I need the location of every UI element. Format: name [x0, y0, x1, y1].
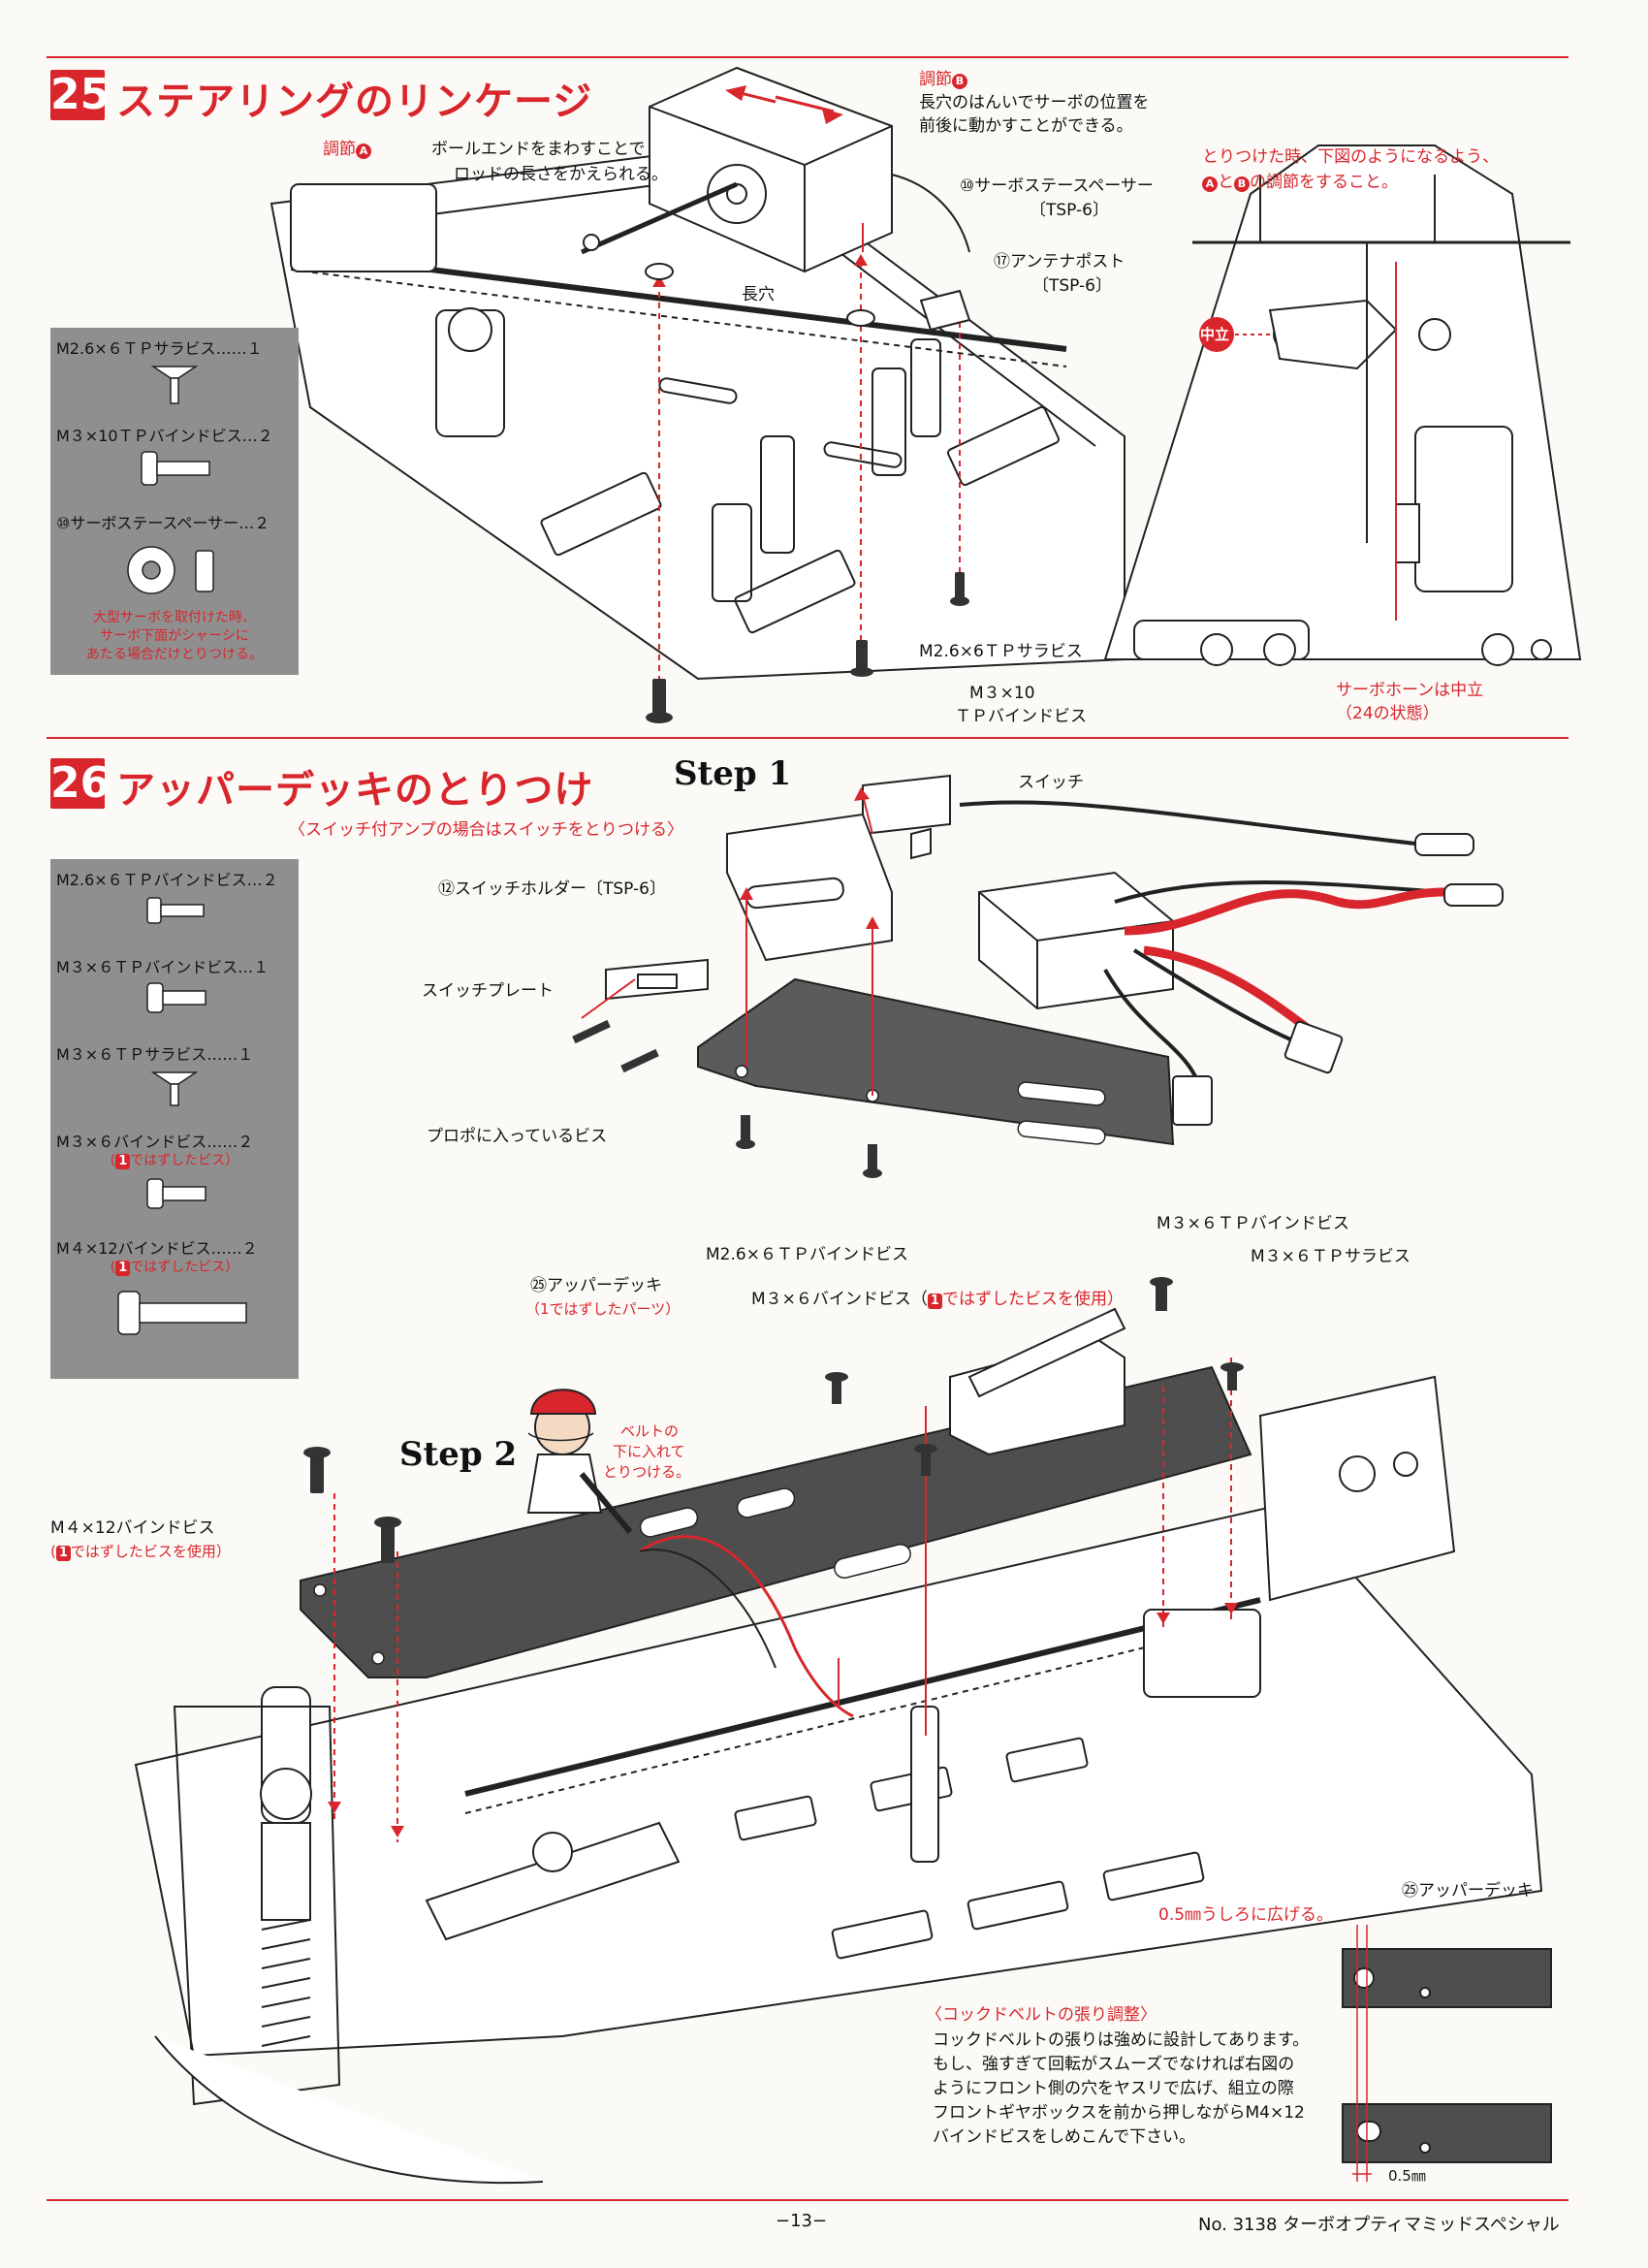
callout-slot: 長穴 [742, 285, 775, 304]
binding-screw-icon [146, 897, 205, 924]
callout-antenna-post-code: 〔TSP-6〕 [1032, 276, 1113, 296]
model-footer: No. 3138 ターボオプティマミッドスペシャル [1198, 2215, 1560, 2235]
servo-horn-note-2: （24の状態） [1336, 704, 1440, 723]
label-switch: スイッチ [1018, 773, 1084, 792]
belt-adjust-line-3: ようにフロント側の穴をヤスリで広げ、組立の際 [933, 2079, 1294, 2098]
callout-screw-m3-a: M３×10 [969, 684, 1035, 703]
steering-linkage-illustration [269, 66, 1582, 723]
belt-adjust-title: 〈コックドベルトの張り調整〉 [926, 2005, 1157, 2025]
mascot-illustration [526, 1389, 633, 1534]
adjust-a-text-2: ロッドの長さをかえられる。 [454, 165, 668, 184]
detail-dimension-label: 0.5㎜ [1388, 2167, 1426, 2185]
section-number-26: 26 [50, 758, 111, 809]
mark-a-badge: A [356, 144, 371, 159]
right-note-line-1: とりつけた時、下図のようになるよう、 [1202, 147, 1500, 167]
parts-list-26: M2.6×６ＴＰバインドビス…２ M３×６ＴＰバインドビス…１ M３×６ＴＰサラ… [50, 859, 299, 1379]
belt-adjust-line-1: コックドベルトの張りは強めに設計してあります。 [933, 2030, 1310, 2050]
adjust-b-text-2: 前後に動かすことができる。 [919, 116, 1133, 136]
section-title-26: アッパーデッキのとりつけ [116, 768, 594, 813]
part-item: M３×６ＴＰバインドビス…１ [50, 946, 299, 1034]
step-2-heading: Step 2 [399, 1435, 518, 1474]
top-rule [47, 56, 1569, 58]
belt-note-2: 下に入れて [613, 1443, 685, 1460]
binding-screw-icon [146, 1178, 206, 1209]
callout-servo-spacer-code: 〔TSP-6〕 [1030, 201, 1110, 220]
belt-adjust-line-2: もし、強すぎて回転がスムーズでなければ右図の [933, 2055, 1295, 2074]
flat-screw-icon [150, 1071, 199, 1106]
label-upper-deck-note: （1ではずしたパーツ） [525, 1300, 681, 1318]
parts-list-25: M2.6×６ＴＰサラビス……１ M３×10ＴＰバインドビス…２ ⑩サーボステース… [50, 328, 299, 675]
label-m3-tp-binding-screw: M３×６ＴＰバインドビス [1157, 1214, 1349, 1233]
label-upper-deck: ㉕アッパーデッキ [530, 1276, 662, 1295]
binding-screw-icon [117, 1291, 247, 1335]
callout-antenna-post: ⑰アンテナポスト [994, 252, 1125, 272]
belt-note-3: とりつける。 [603, 1463, 691, 1481]
part-item: M３×10ＴＰバインドビス…２ [50, 415, 299, 502]
label-switch-holder: ⑫スイッチホルダー〔TSP-6〕 [438, 879, 667, 899]
label-m26-binding-screw: M2.6×６ＴＰバインドビス [706, 1245, 908, 1264]
detail-upper-deck-label: ㉕アッパーデッキ [1402, 1881, 1534, 1901]
label-propo-screws: プロポに入っているビス [427, 1127, 608, 1146]
spacer-icon [127, 546, 214, 594]
label-m4-binding-screw: M４×12バインドビス [50, 1518, 215, 1538]
callout-servo-spacer: ⑩サーボステースペーサー [960, 176, 1154, 196]
part-item: M2.6×６ＴＰバインドビス…２ [50, 859, 299, 946]
adjust-b-text-1: 長穴のはんいでサーボの位置を [919, 93, 1150, 112]
switch-install-note: 〈スイッチ付アンプの場合はスイッチをとりつける〉 [289, 820, 683, 840]
step-1-heading: Step 1 [674, 754, 792, 793]
servo-horn-note-1: サーボホーンは中立 [1336, 681, 1484, 700]
part-item: ⑩サーボステースペーサー…２ 大型サーボを取付けた時、 サーボ下面がシャーシに … [50, 502, 299, 675]
binding-screw-icon [146, 982, 206, 1013]
belt-adjust-line-4: フロントギヤボックスを前から押しながらM4×12 [933, 2103, 1305, 2123]
neutral-label: 中立 [1200, 326, 1230, 343]
flat-screw-icon [150, 366, 199, 404]
detail-widen-label: 0.5㎜うしろに広げる。 [1158, 1905, 1334, 1925]
mark-b-badge: B [952, 74, 967, 89]
callout-screw-m26: M2.6×6ＴＰサラビス [919, 642, 1083, 661]
label-switch-plate: スイッチプレート [422, 981, 554, 1001]
part-item: M2.6×６ＴＰサラビス……１ [50, 328, 299, 415]
page-number: −13− [776, 2211, 828, 2231]
section-title-25: ステアリングのリンケージ [116, 80, 593, 124]
belt-adjust-line-5: バインドビスをしめこんで下さい。 [933, 2127, 1196, 2147]
section-number-25: 25 [50, 70, 111, 120]
part-item: M３×６ＴＰサラビス……１ [50, 1034, 299, 1121]
bottom-rule [47, 2199, 1569, 2201]
callout-screw-m3-b: ＴＰバインドビス [955, 707, 1087, 726]
belt-note-1: ベルトの [620, 1422, 680, 1440]
label-m3-tp-flat-screw: M３×６ＴＰサラビス [1251, 1247, 1410, 1266]
section-divider [47, 737, 1569, 739]
binding-screw-icon [141, 451, 210, 486]
adjust-a-text-1: ボールエンドをまわすことで [431, 140, 646, 159]
